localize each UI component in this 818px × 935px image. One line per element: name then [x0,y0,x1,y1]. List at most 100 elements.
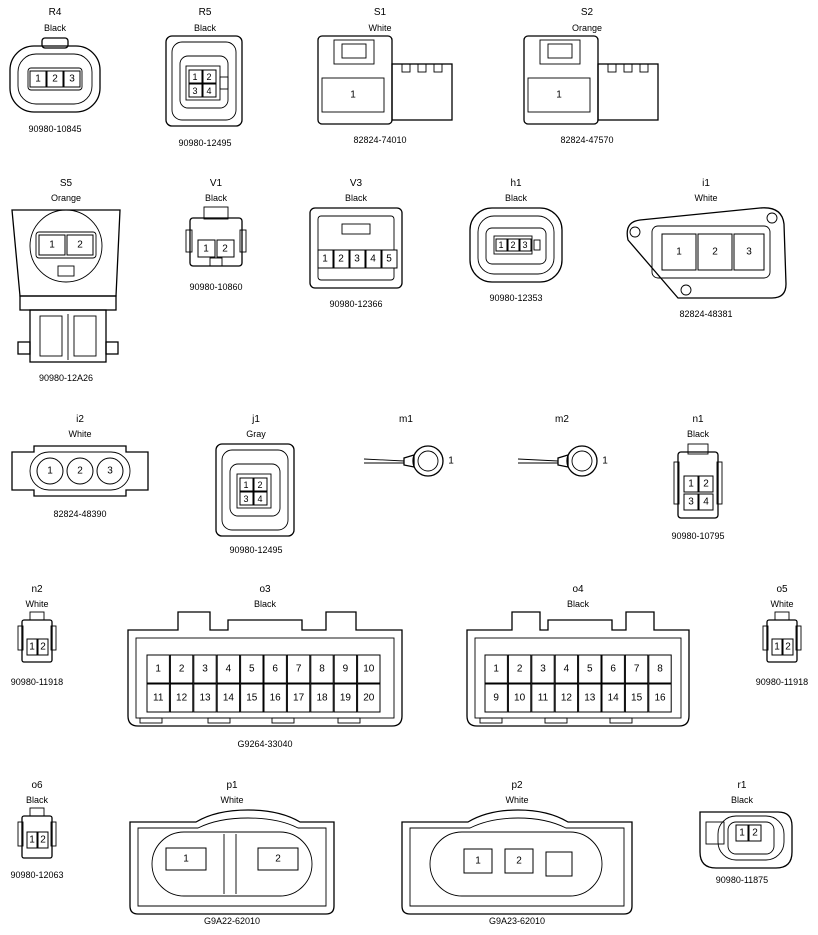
connector-code: S1 [374,7,387,18]
pin-label: 1 [676,247,682,258]
connector-n2: n2 White 1 2 90980-11918 [11,584,63,687]
pin-label: 3 [107,466,113,477]
connector-color: White [68,429,91,439]
pin-label: 1 [192,72,197,82]
connector-color: Black [345,193,368,203]
pin-label: 1 [155,664,161,675]
pin-label: 12 [561,693,573,704]
connector-code: p1 [226,780,238,791]
pin-cell [531,683,555,713]
pin-cell [169,683,194,713]
pin-label: 2 [703,479,709,490]
pin-label: 2 [40,835,46,846]
connector-code: o4 [572,584,584,595]
connector-color: White [694,193,717,203]
part-number: 90980-12353 [489,293,542,303]
pin-label: 1 [243,480,248,490]
connector-code: n2 [31,584,43,595]
connector-o5: o5 White 1 2 90980-11918 [756,584,808,687]
pin-label: 2 [752,828,758,839]
connector-R5: R5 Black 1 2 3 4 90980-12495 [165,7,243,148]
connector-code: S5 [60,178,73,189]
pin-label: 5 [587,664,593,675]
pin-label: 3 [746,247,752,258]
pin-label: 18 [316,693,328,704]
pin-label: 4 [226,664,232,675]
pin-cell [601,654,625,684]
pin-label: 4 [564,664,570,675]
pin-cell [146,654,170,684]
pin-label: 6 [272,664,278,675]
pin-label: 4 [703,497,709,508]
pin-cell [286,683,311,713]
pin-cell [333,683,358,713]
part-number: 90980-12366 [329,299,382,309]
pin-cell [578,683,602,713]
connector-S2: S2 Orange 1 82824-47570 [523,7,659,145]
pin-cell [648,654,672,684]
pin-label: 16 [270,693,282,704]
part-number: 90980-11918 [11,677,63,687]
connector-code: n1 [692,414,704,425]
pin-label: 2 [338,254,344,265]
pin-label: 11 [153,693,164,704]
connector-r1: r1 Black 1 2 90980-11875 [699,780,793,885]
pin-label: 20 [363,693,375,704]
part-number: 90980-10845 [28,124,81,134]
part-number: 82824-74010 [353,135,406,145]
pin-label: 2 [517,664,523,675]
pin-label: 3 [192,86,197,96]
pin-label: 1 [203,244,209,255]
connector-code: S2 [581,7,594,18]
connector-S5: S5 Orange 1 2 90980-12A26 [11,178,121,383]
connector-color: Black [505,193,528,203]
connector-code: i2 [76,414,84,425]
pin-cell [310,654,334,684]
connector-code: m2 [555,414,569,425]
connector-j1: j1 Gray 1 2 3 4 90980-12495 [215,414,295,555]
pin-label: 1 [774,642,780,653]
connector-code: p2 [511,780,523,791]
pin-cell [484,683,508,713]
pin-cell [216,654,241,684]
pin-cell [193,654,217,684]
pin-cell [507,654,532,684]
pin-cell [169,654,194,684]
connector-color: White [505,795,528,805]
pin-label: 2 [77,466,83,477]
pin-label: 13 [584,693,596,704]
pin-label: 3 [243,494,248,504]
pin-cell [286,654,311,684]
part-number: 82824-47570 [560,135,613,145]
pin-label: 2 [510,240,515,250]
connector-color: White [25,599,48,609]
part-number: 82824-48390 [53,509,106,519]
connector-code: j1 [251,414,260,425]
pin-label: 15 [246,693,258,704]
pin-label: 2 [785,642,791,653]
connector-color: Gray [246,429,266,439]
pin-label: 3 [69,74,75,85]
pin-label: 12 [176,693,188,704]
pin-cell [333,654,358,684]
pin-label: 2 [179,664,185,675]
part-number: 90980-11875 [716,875,768,885]
connector-color: Black [205,193,228,203]
pin-cell [146,683,170,713]
pin-label: 13 [199,693,211,704]
pin-cell [554,654,579,684]
pin-label: 10 [514,693,526,704]
pin-label: 3 [522,240,527,250]
pin-label: 1 [29,835,35,846]
connector-p1: p1 White 1 2 G9A22-62010 [129,780,335,926]
part-number: 90980-12495 [229,545,282,555]
part-number: G9A23-62010 [489,916,545,926]
connector-color: Orange [51,193,81,203]
pin-label: 1 [739,828,745,839]
pin-cell [240,683,264,713]
connector-i1: i1 White 1 2 3 82824-48381 [626,178,787,319]
